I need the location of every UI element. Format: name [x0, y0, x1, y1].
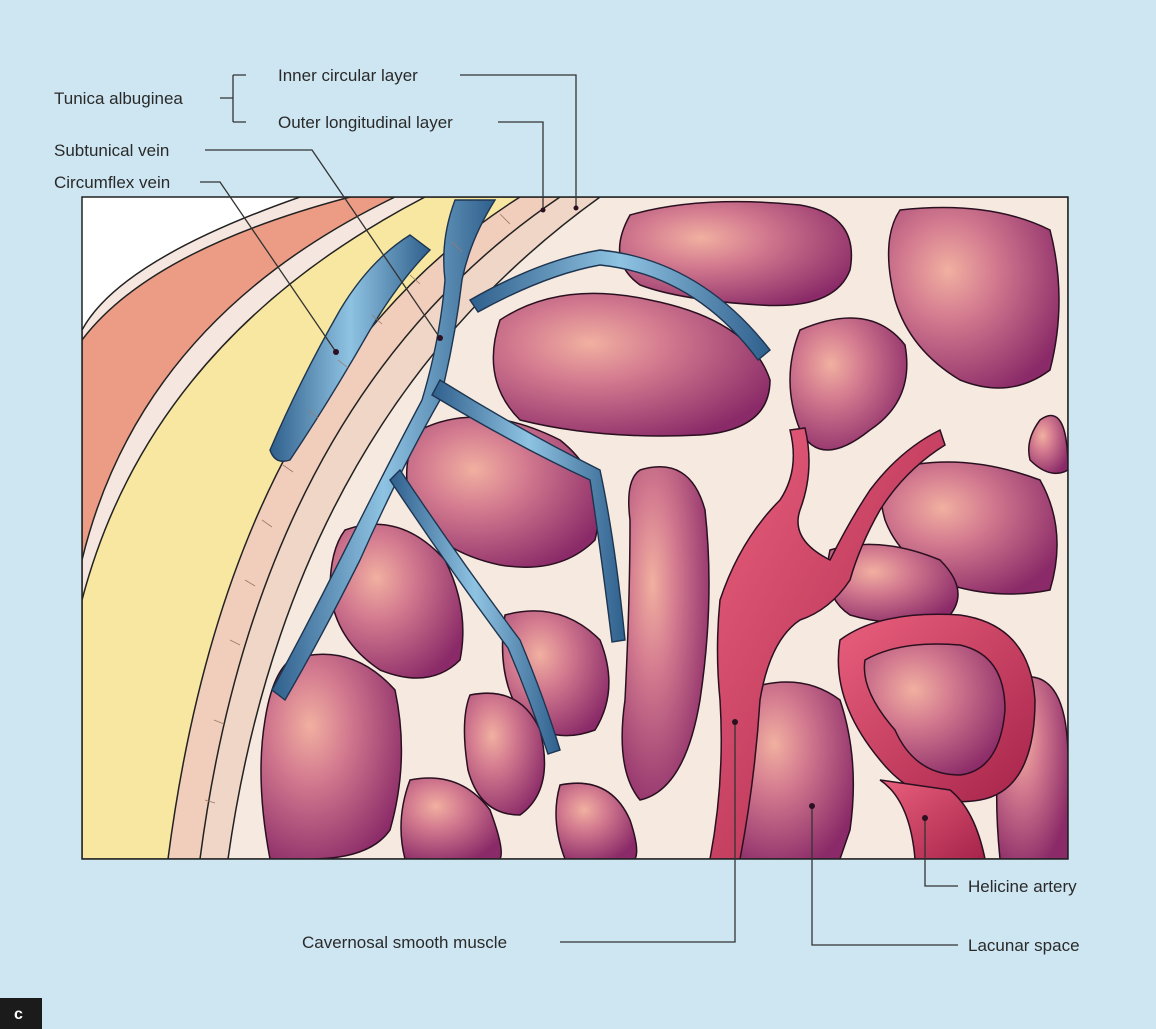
label-inner-circular-layer: Inner circular layer [278, 66, 418, 85]
label-lacunar-space: Lacunar space [968, 936, 1080, 955]
lacunar-space [620, 202, 852, 306]
pointer-dot [333, 349, 339, 355]
label-helicine-artery: Helicine artery [968, 877, 1077, 896]
label-outer-longitudinal-layer: Outer longitudinal layer [278, 113, 453, 132]
label-subtunical-vein: Subtunical vein [54, 141, 169, 160]
pointer-dot [541, 208, 546, 213]
panel-letter: c [14, 1006, 23, 1023]
label-circumflex-vein: Circumflex vein [54, 173, 170, 192]
label-tunica-albuginea: Tunica albuginea [54, 89, 183, 108]
pointer-dot [732, 719, 738, 725]
illustration-panel [82, 197, 1068, 859]
pointer-dot [922, 815, 928, 821]
pointer-dot [574, 206, 579, 211]
pointer-dot [437, 335, 443, 341]
pointer-dot [809, 803, 815, 809]
label-cavernosal-smooth-muscle: Cavernosal smooth muscle [302, 933, 507, 952]
